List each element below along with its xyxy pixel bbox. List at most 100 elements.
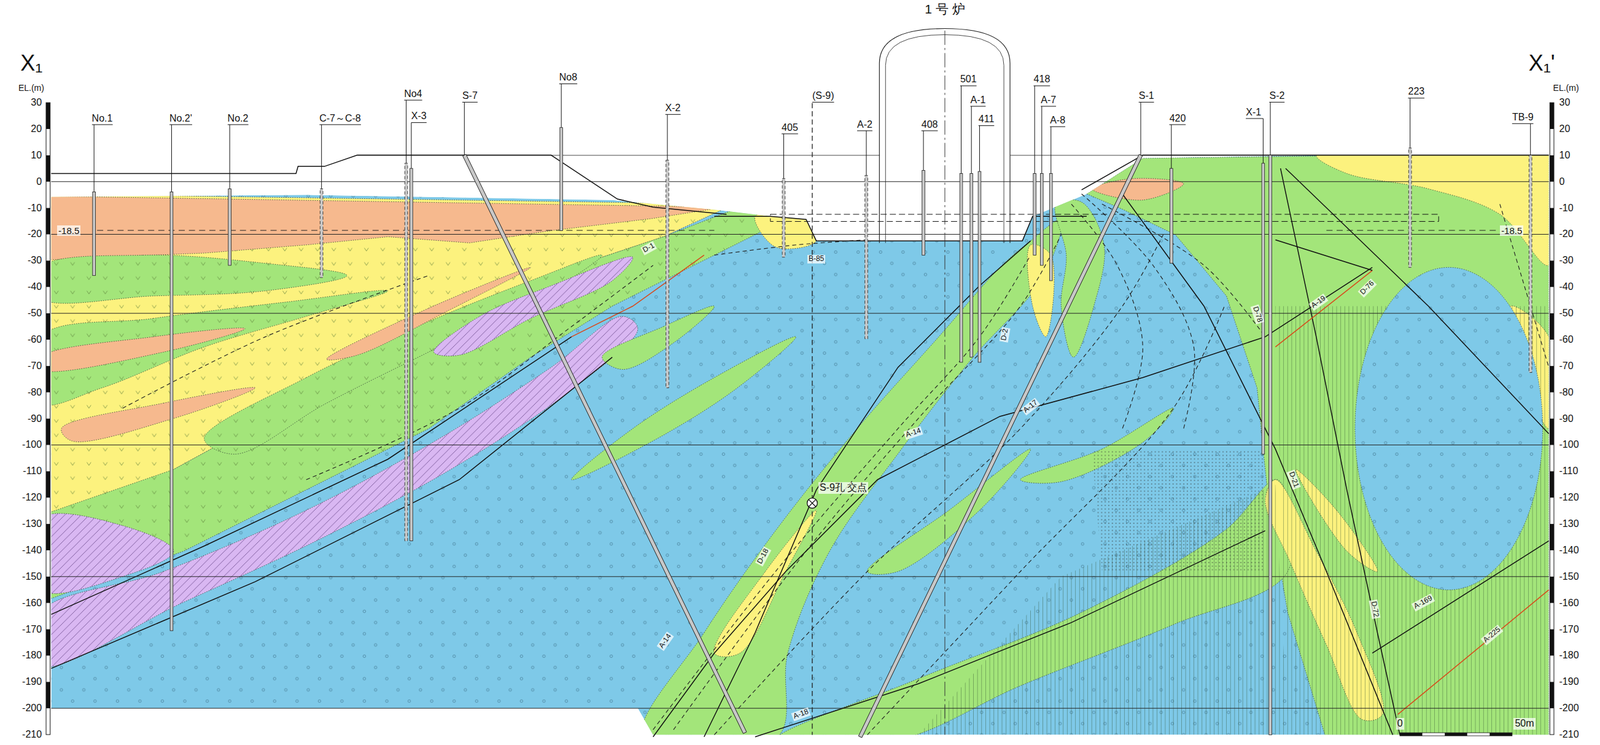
fault-line [571,254,705,337]
borehole-label: No.1 [92,112,113,125]
inferred-boundary [1071,203,1143,429]
elevation-tick: 20 [1559,123,1571,135]
elevation-axis [46,576,51,603]
leader-line [1034,85,1036,174]
label-underline [812,101,835,103]
elevation-axis [46,155,51,182]
axis-unit: EL.(m) [18,82,45,93]
borehole-label: A-2 [857,119,873,131]
elevation-tick: -70 [1559,360,1574,372]
elevation-gridline [50,444,1549,446]
borehole [170,191,174,631]
elevation-axis [46,470,51,498]
intersection-symbol [808,499,816,507]
rock-pattern [1355,267,1543,590]
scale-bar [1399,732,1423,736]
elevation-tick: -160 [1559,597,1580,609]
elevation-tick: -210 [22,728,42,740]
elevation-tick: -100 [22,438,42,451]
inferred-boundary [1499,203,1550,368]
boreholes [92,103,1532,738]
leader-line [1050,126,1052,174]
leader-line [783,133,785,179]
elevation-tick: -120 [22,491,42,503]
fault-line [1275,239,1373,271]
geology-fill [31,136,1562,745]
borehole [1269,155,1273,735]
rock-unit [61,387,256,443]
elevation-tick: 10 [1559,149,1571,161]
elevation-axis [1549,313,1554,340]
elevation-tick: -90 [1559,413,1574,425]
elevation-axis [1549,365,1554,393]
elevation-axis [46,208,51,235]
elevation-tick: -90 [27,413,42,425]
leader-line [979,125,980,172]
rock-unit [1316,136,1562,266]
elevation-tick: -20 [27,228,42,240]
label-underline [1033,85,1051,86]
label-underline [227,124,249,125]
elevation-tick: -150 [22,570,42,583]
borehole-label: A-8 [1049,114,1066,126]
elevation-tick: -20 [1559,228,1574,240]
leader-line [171,124,172,192]
elevation-gridline [50,707,1549,709]
elevation-tick: -10 [1559,202,1574,214]
label-underline [1245,117,1263,119]
elevation-axis [46,260,51,287]
section-end-label: X₁' [1528,50,1556,76]
leader-line [410,122,412,169]
elevation-axis [1549,629,1554,656]
leader-line [93,124,95,192]
borehole-label: X-1 [1245,106,1262,118]
leader-line [866,130,867,176]
borehole-label: 501 [960,73,977,85]
borehole [1040,173,1044,266]
fault-line [1398,589,1550,715]
fault-line [1280,168,1400,735]
label-underline [978,125,995,126]
borehole-label: (S-9) [812,90,835,102]
scale-bar [1489,732,1513,736]
label-underline [169,124,193,125]
rock-unit [602,305,715,370]
leader-line [1041,106,1042,174]
inferred-boundary [1081,194,1195,429]
elevation-tick: -100 [1559,438,1580,451]
elevation-tick: -30 [1559,254,1574,266]
scale-label: 50m [1513,717,1535,729]
borehole-label: X-2 [665,102,681,114]
label-underline [1407,97,1425,99]
rock-pattern [36,254,348,304]
rock-unit [38,327,245,372]
elevation-tick: -180 [1559,649,1580,661]
inclined-borehole [462,154,747,734]
elevation-tick: -110 [22,465,42,477]
fault-label: B-85 [807,254,826,264]
label-underline [1269,101,1285,103]
label-underline [1169,124,1187,125]
fault-line [50,336,571,614]
elevation-tick: -150 [1559,570,1580,583]
borehole-label: 408 [921,119,939,131]
borehole-label: No.2 [227,112,249,125]
boundary-lines [50,168,1549,737]
fault-line [50,357,613,669]
elevation-tick: -60 [27,333,42,346]
leader-line [405,100,407,164]
leader-line [229,124,231,189]
inferred-boundary [306,265,654,480]
borehole [978,171,982,363]
elevation-tick: -130 [22,518,42,530]
ground-surface [1081,155,1550,190]
elevation-tick: -110 [1559,465,1579,477]
elevation-tick: -130 [1559,518,1580,530]
elevation-axis [1549,523,1554,551]
reactor-outline [885,34,1005,244]
elevation-tick: -120 [1559,491,1580,503]
borehole-label: 418 [1033,73,1051,85]
elevation-tick: -50 [27,307,42,319]
elevation-gridline [50,233,1549,235]
